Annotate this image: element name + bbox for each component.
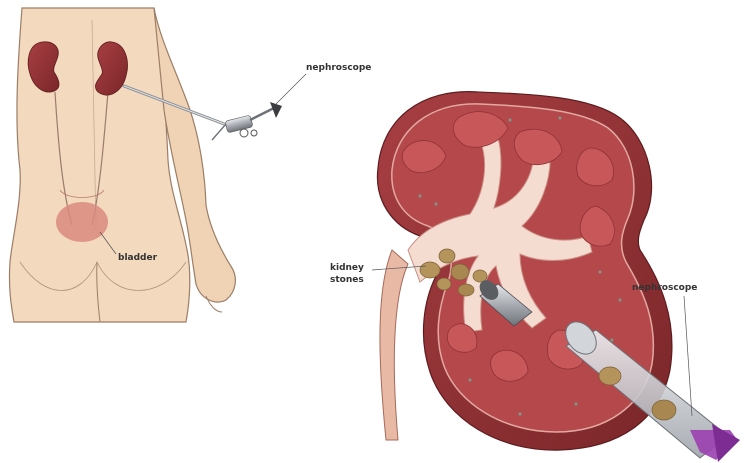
nephroscope-right-leader-line: [684, 296, 692, 416]
kidney-stones-label-line2: stones: [330, 275, 364, 285]
extracted-stone: [599, 367, 621, 385]
nephroscope-top-label: nephroscope: [306, 63, 371, 73]
nephroscope-right-label: nephroscope: [632, 283, 697, 293]
kidney-stones-label-line1: kidney: [330, 263, 364, 273]
ureter-lower: [380, 250, 408, 440]
bladder-organ: [56, 202, 108, 242]
nephroscope-top-leader-line: [276, 74, 306, 104]
kidney-cross-section: kidney stones nephroscope: [330, 92, 740, 462]
bladder-label: bladder: [118, 253, 158, 263]
body-back-view: bladder nephroscope: [8, 8, 371, 324]
extracted-stone: [652, 400, 676, 420]
